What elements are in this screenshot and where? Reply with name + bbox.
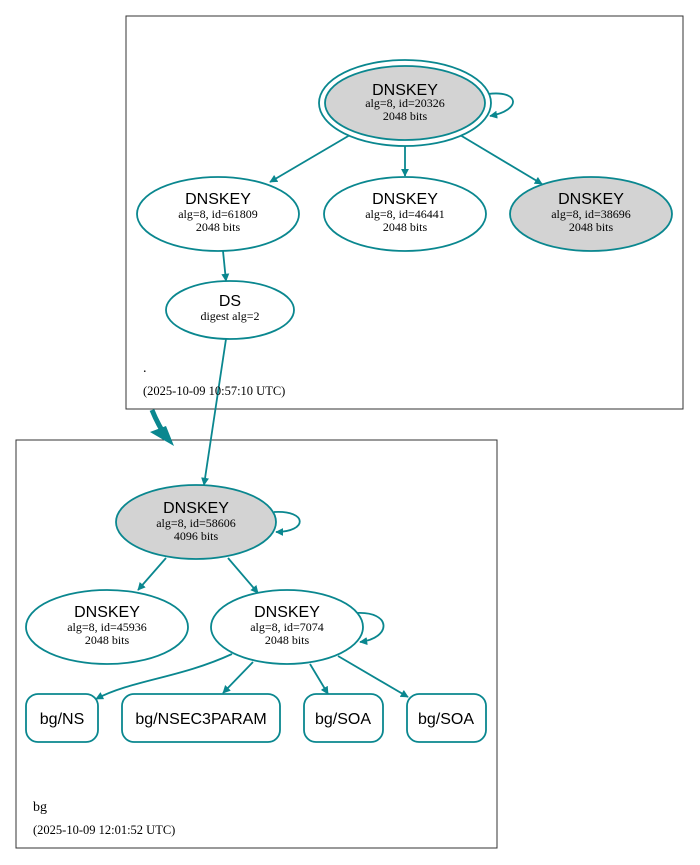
- node-root-zsk2: DNSKEY alg=8, id=46441 2048 bits: [323, 176, 487, 252]
- bg-zsk1-bits: 2048 bits: [85, 633, 130, 647]
- bg-ksk-title: DNSKEY: [163, 500, 229, 517]
- rrset-nsec3param-label: bg/NSEC3PARAM: [135, 711, 266, 728]
- rrset-ns-label: bg/NS: [40, 711, 84, 728]
- bg-zsk1-ellipse: [25, 589, 189, 665]
- bg-zsk2-bits: 2048 bits: [265, 633, 310, 647]
- root-zsk1-alg-id: alg=8, id=61809: [178, 207, 258, 221]
- bg-zsk1-title: DNSKEY: [74, 604, 140, 621]
- bg-zsk1-alg-id: alg=8, id=45936: [67, 620, 147, 634]
- rrset-soa-1-box: [303, 693, 384, 743]
- edges-bg-zone: [95, 511, 409, 700]
- ds-digest-alg: digest alg=2: [200, 309, 259, 323]
- root-key3-bits: 2048 bits: [569, 220, 614, 234]
- edges-root-zone: [201, 92, 543, 486]
- node-ds: DS digest alg=2: [165, 280, 295, 340]
- rrset-soa-1: bg/SOA: [303, 693, 384, 743]
- root-ksk-alg-id: alg=8, id=20326: [365, 96, 445, 110]
- root-zsk1-ellipse: [136, 176, 300, 252]
- zone-bg-timestamp: (2025-10-09 12:01:52 UTC): [33, 823, 175, 837]
- edge-bg-ksk-to-zsk2: [227, 557, 259, 594]
- root-key3-alg-id: alg=8, id=38696: [551, 207, 631, 221]
- bg-zsk2-ellipse: [210, 589, 364, 665]
- node-bg-zsk1: DNSKEY alg=8, id=45936 2048 bits: [25, 589, 189, 665]
- edge-bg-zsk2-to-soa1: [309, 663, 329, 695]
- rrset-soa-1-label: bg/SOA: [315, 711, 371, 728]
- edge-root-ksk-self: [487, 92, 514, 119]
- root-key3-title: DNSKEY: [558, 191, 624, 208]
- node-bg-zsk2: DNSKEY alg=8, id=7074 2048 bits: [210, 589, 364, 665]
- node-bg-ksk: DNSKEY alg=8, id=58606 4096 bits: [115, 484, 277, 560]
- rrset-nsec3param: bg/NSEC3PARAM: [121, 693, 281, 743]
- root-zsk2-ellipse: [323, 176, 487, 252]
- bg-zsk2-alg-id: alg=8, id=7074: [250, 620, 324, 634]
- zone-root-name: .: [143, 361, 147, 376]
- rrset-soa-2: bg/SOA: [406, 693, 487, 743]
- ds-title: DS: [219, 293, 241, 310]
- edge-bg-zsk2-to-soa2: [337, 655, 409, 698]
- edge-bg-zsk2-to-ns: [95, 653, 233, 700]
- bg-ksk-ellipse: [115, 484, 277, 560]
- edge-root-ksk-to-zsk1: [269, 134, 351, 183]
- rrset-soa-2-label: bg/SOA: [418, 711, 474, 728]
- node-root-key3: DNSKEY alg=8, id=38696 2048 bits: [509, 176, 673, 252]
- zone-bg-name: bg: [33, 800, 47, 815]
- root-ksk-ellipse: [324, 65, 486, 141]
- root-ksk-bits: 2048 bits: [383, 109, 428, 123]
- edge-bg-ksk-self: [273, 511, 301, 536]
- node-root-zsk1: DNSKEY alg=8, id=61809 2048 bits: [136, 176, 300, 252]
- root-zsk2-title: DNSKEY: [372, 191, 438, 208]
- edge-bg-ksk-to-zsk1: [137, 557, 167, 591]
- edge-root-ksk-to-key3: [459, 134, 543, 185]
- zone-root-label: . (2025-10-09 10:57:10 UTC): [143, 361, 285, 398]
- root-key3-ellipse: [509, 176, 673, 252]
- edge-ds-to-bg-ksk: [201, 338, 227, 486]
- edge-bg-zsk2-to-nsec3param: [222, 661, 254, 694]
- bg-zsk2-title: DNSKEY: [254, 604, 320, 621]
- edge-zsk1-to-ds: [221, 250, 230, 282]
- rrset-nsec3param-box: [121, 693, 281, 743]
- ds-ellipse: [165, 280, 295, 340]
- zone-bg-label: bg (2025-10-09 12:01:52 UTC): [33, 800, 175, 837]
- rrset-ns: bg/NS: [25, 693, 99, 743]
- edge-bg-zsk2-self: [355, 612, 385, 646]
- bg-ksk-bits: 4096 bits: [174, 529, 219, 543]
- rrset-soa-2-box: [406, 693, 487, 743]
- node-root-ksk: DNSKEY alg=8, id=20326 2048 bits: [318, 59, 492, 147]
- root-zsk1-title: DNSKEY: [185, 191, 251, 208]
- zone-root-timestamp: (2025-10-09 10:57:10 UTC): [143, 384, 285, 398]
- root-zsk2-bits: 2048 bits: [383, 220, 428, 234]
- root-zsk1-bits: 2048 bits: [196, 220, 241, 234]
- delegation-edge-head: [150, 426, 174, 446]
- root-zsk2-alg-id: alg=8, id=46441: [365, 207, 445, 221]
- root-ksk-title: DNSKEY: [372, 82, 438, 99]
- bg-ksk-alg-id: alg=8, id=58606: [156, 516, 236, 530]
- delegation-edge: [149, 409, 174, 446]
- rrset-ns-box: [25, 693, 99, 743]
